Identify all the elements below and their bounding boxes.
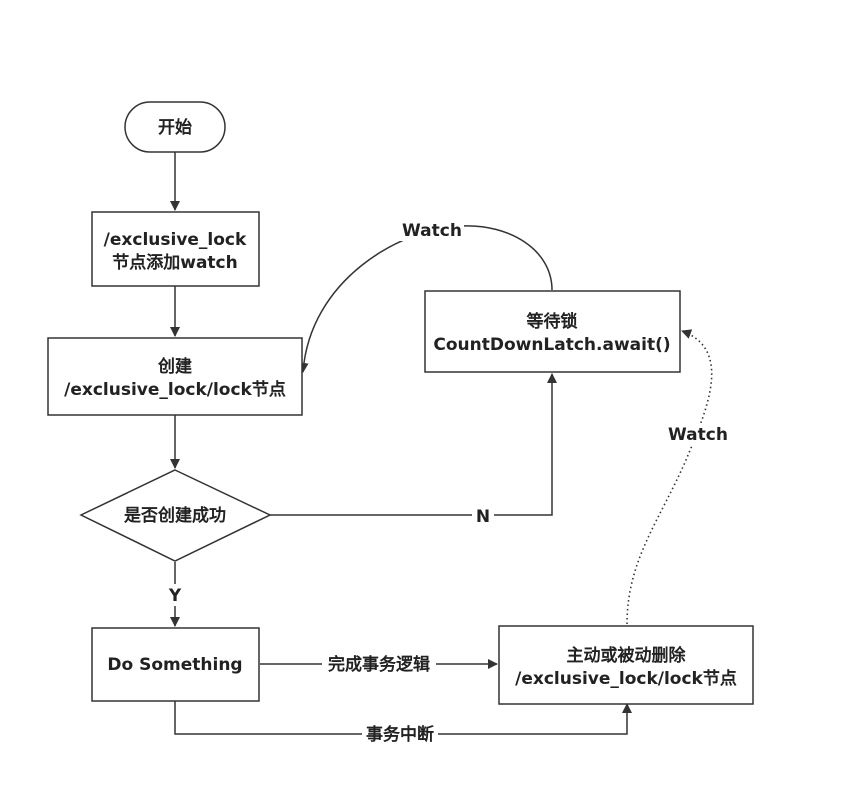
edge-label-done: 完成事务逻辑 [328, 654, 430, 675]
node-decision-label: 是否创建成功 [124, 505, 226, 526]
node-create: 创建 /exclusive_lock/lock节点 [47, 337, 303, 416]
node-wait: 等待锁 CountDownLatch.await() [424, 290, 681, 373]
edge-label-watch-right: Watch [668, 425, 728, 445]
node-start-label: 开始 [158, 117, 192, 138]
node-decision: 是否创建成功 [79, 469, 272, 562]
node-delete-line1: 主动或被动删除 [567, 645, 687, 666]
node-do-something-label: Do Something [107, 655, 242, 675]
edge-delete-to-wait-watch [626, 329, 713, 625]
node-wait-line2: CountDownLatch.await() [433, 335, 670, 355]
node-create-line1: 创建 [157, 356, 192, 377]
node-create-line2: /exclusive_lock/lock节点 [64, 379, 286, 400]
edge-label-interrupt: 事务中断 [366, 724, 434, 745]
edge-label-no: N [476, 507, 490, 527]
node-wait-line1: 等待锁 [527, 311, 578, 332]
node-start: 开始 [124, 101, 226, 153]
node-delete: 主动或被动删除 /exclusive_lock/lock节点 [498, 625, 754, 705]
node-add-watch-line1: /exclusive_lock [104, 230, 247, 250]
edge-decision-to-wait [270, 373, 557, 516]
edge-label-watch-top: Watch [402, 221, 462, 241]
node-delete-line2: /exclusive_lock/lock节点 [515, 668, 737, 689]
node-do-something: Do Something [91, 627, 260, 702]
edge-label-yes: Y [168, 586, 182, 606]
node-add-watch-line2: 节点添加watch [112, 252, 237, 273]
node-add-watch: /exclusive_lock 节点添加watch [91, 211, 260, 287]
